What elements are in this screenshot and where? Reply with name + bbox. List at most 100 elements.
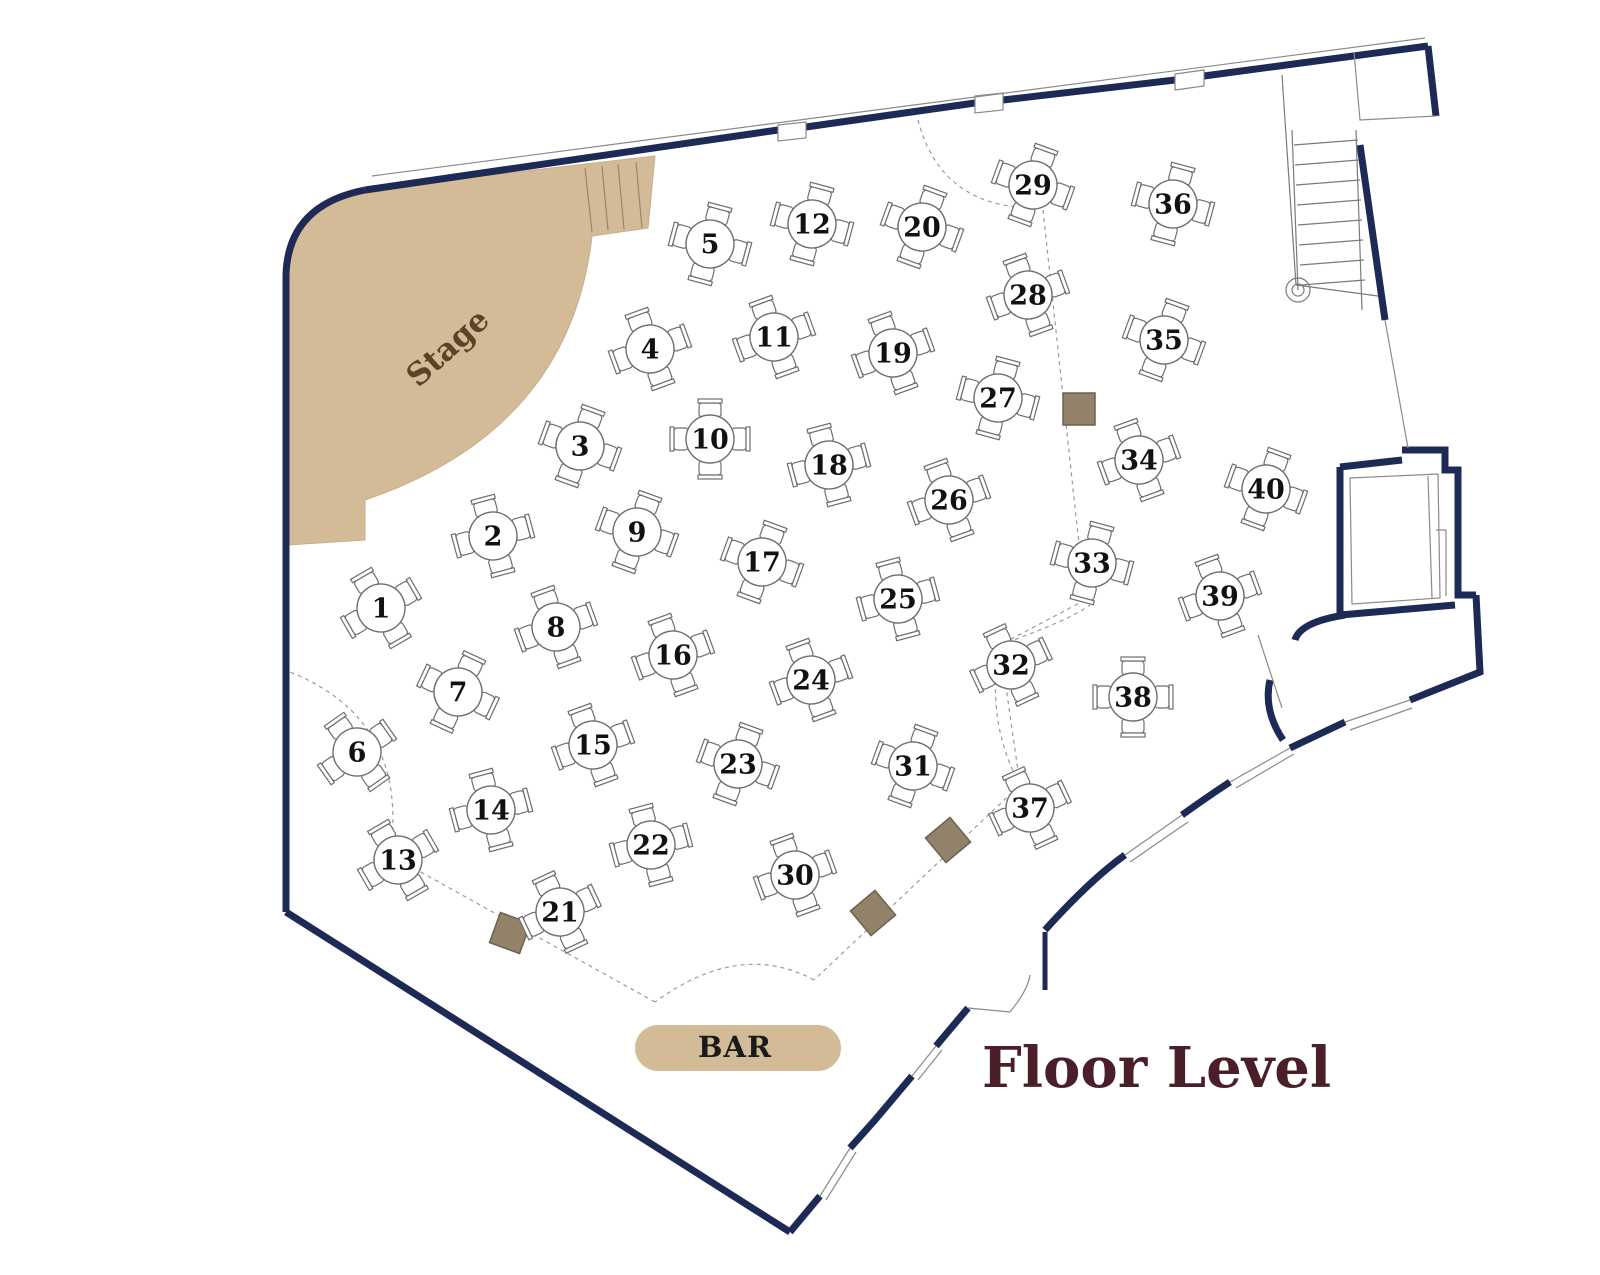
chair-back <box>405 576 423 602</box>
table-top <box>786 655 836 705</box>
table-number: 40 <box>1247 475 1285 506</box>
table-5[interactable]: 5 <box>661 195 759 293</box>
table-25[interactable]: 25 <box>849 550 947 648</box>
chair-back <box>1061 185 1076 211</box>
table-22[interactable]: 22 <box>602 796 700 894</box>
table-top <box>787 199 837 249</box>
table-31[interactable]: 31 <box>862 715 965 818</box>
chair-back <box>731 337 746 363</box>
chair-back <box>769 201 782 228</box>
chair-back <box>893 381 919 396</box>
table-19[interactable]: 19 <box>842 302 945 405</box>
chair-back <box>468 767 495 780</box>
table-number: 35 <box>1145 326 1183 357</box>
chair-back <box>697 398 723 404</box>
chair-back <box>762 519 788 534</box>
table-number: 34 <box>1120 446 1158 477</box>
table-top <box>648 630 698 680</box>
table-number: 27 <box>979 384 1017 415</box>
chair-back <box>517 915 534 941</box>
chair-back <box>1164 297 1190 312</box>
table-2[interactable]: 2 <box>444 487 542 585</box>
table-24[interactable]: 24 <box>760 629 863 732</box>
table-36[interactable]: 36 <box>1124 155 1222 253</box>
table-16[interactable]: 16 <box>622 604 725 707</box>
chair-back <box>487 840 514 853</box>
table-29[interactable]: 29 <box>982 134 1085 237</box>
table-6[interactable]: 6 <box>301 696 412 807</box>
table-8[interactable]: 8 <box>505 576 608 679</box>
table-34[interactable]: 34 <box>1088 409 1191 512</box>
table-top <box>685 219 735 269</box>
table-28[interactable]: 28 <box>977 244 1080 347</box>
table-10[interactable]: 10 <box>669 398 751 480</box>
table-number: 10 <box>691 425 729 456</box>
chair-back <box>955 375 968 402</box>
chair-back <box>1223 463 1238 489</box>
table-number: 3 <box>571 432 590 463</box>
table-top <box>568 720 618 770</box>
chair-back <box>894 629 921 642</box>
chair-back <box>1092 684 1098 710</box>
table-18[interactable]: 18 <box>780 416 878 514</box>
table-27[interactable]: 27 <box>949 349 1047 447</box>
chair-back <box>790 562 805 588</box>
chair-back <box>580 403 606 418</box>
page-title: Floor Level <box>982 1035 1331 1101</box>
chair-back <box>316 761 336 786</box>
chair-back <box>774 365 800 380</box>
table-top <box>535 887 585 937</box>
table-3[interactable]: 3 <box>529 395 632 498</box>
table-1[interactable]: 1 <box>326 553 435 662</box>
table-37[interactable]: 37 <box>977 755 1083 861</box>
table-26[interactable]: 26 <box>898 449 1001 552</box>
chair-back <box>752 875 767 901</box>
chair-back <box>823 849 838 875</box>
table-13[interactable]: 13 <box>343 805 452 914</box>
table-12[interactable]: 12 <box>763 175 861 273</box>
chair-back <box>608 841 621 868</box>
table-top <box>1005 783 1055 833</box>
table-number: 31 <box>894 752 932 783</box>
chair-back <box>678 323 693 349</box>
table-30[interactable]: 30 <box>744 824 847 927</box>
chair-back <box>859 442 872 469</box>
table-top <box>1114 435 1164 485</box>
table-39[interactable]: 39 <box>1169 545 1272 648</box>
chair-back <box>811 708 837 723</box>
table-20[interactable]: 20 <box>871 176 974 279</box>
chair-back <box>768 680 783 706</box>
chair-back <box>415 663 432 689</box>
table-number: 17 <box>743 548 781 579</box>
table-number: 2 <box>484 522 503 553</box>
table-number: 32 <box>992 651 1030 682</box>
table-4[interactable]: 4 <box>599 298 702 401</box>
chair-back <box>1096 460 1111 486</box>
chair-back <box>594 506 609 532</box>
bar[interactable]: BAR <box>635 1025 841 1071</box>
table-9[interactable]: 9 <box>586 481 689 584</box>
stage[interactable]: Stage <box>287 155 656 546</box>
table-14[interactable]: 14 <box>442 761 540 859</box>
table-33[interactable]: 33 <box>1043 514 1141 612</box>
table-top <box>868 328 918 378</box>
table-number: 26 <box>930 486 968 517</box>
table-11[interactable]: 11 <box>723 286 826 389</box>
chair-back <box>806 422 833 435</box>
table-32[interactable]: 32 <box>958 612 1064 718</box>
table-21[interactable]: 21 <box>507 859 613 965</box>
chair-back <box>879 201 894 227</box>
table-7[interactable]: 7 <box>405 639 511 745</box>
table-35[interactable]: 35 <box>1113 289 1216 392</box>
table-40[interactable]: 40 <box>1215 438 1318 541</box>
chair-back <box>994 355 1021 368</box>
table-17[interactable]: 17 <box>711 511 814 614</box>
table-top <box>1195 571 1245 621</box>
table-number: 15 <box>574 731 612 762</box>
chair-back <box>1001 765 1027 782</box>
table-15[interactable]: 15 <box>542 694 645 797</box>
chair-back <box>470 493 497 506</box>
table-38[interactable]: 38 <box>1092 656 1174 738</box>
bar-label: BAR <box>698 1030 772 1064</box>
table-23[interactable]: 23 <box>687 713 790 816</box>
